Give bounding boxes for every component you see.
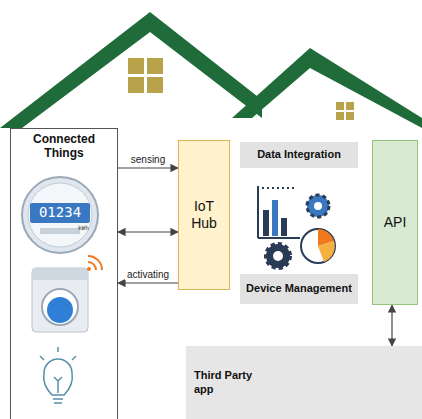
node-box: IoT Hub: [178, 140, 230, 290]
meter-unit: kWh: [78, 225, 98, 232]
node-text: Data Integration: [257, 148, 341, 161]
connector-arrow: [118, 167, 178, 168]
node-box: Third Party app: [186, 346, 422, 419]
edge-label: activating: [125, 269, 171, 280]
meter-icon: [22, 177, 98, 253]
connector-arrow: [118, 282, 178, 283]
node-box: API: [372, 140, 418, 305]
window: [128, 58, 354, 120]
node-box: Device Management: [240, 274, 358, 304]
roof: [0, 12, 262, 128]
roof: [232, 48, 422, 128]
meter-reading: 01234: [31, 205, 89, 220]
bulb-icon: [40, 347, 76, 403]
node-text: IoT Hub: [183, 198, 225, 232]
washer-icon: [32, 256, 102, 332]
node-text: Third Party app: [194, 369, 264, 395]
node-text: Device Management: [246, 282, 352, 295]
node-box: Data Integration: [240, 142, 358, 168]
node-box: Connected Things: [10, 128, 118, 419]
node-text: API: [384, 214, 407, 231]
connector-arrow: [391, 305, 392, 346]
edge-label: sensing: [129, 154, 167, 165]
node-text: Connected Things: [14, 132, 114, 161]
analytics-icon: [258, 186, 335, 268]
panel: [11, 129, 118, 419]
connector-arrow: [118, 231, 178, 232]
